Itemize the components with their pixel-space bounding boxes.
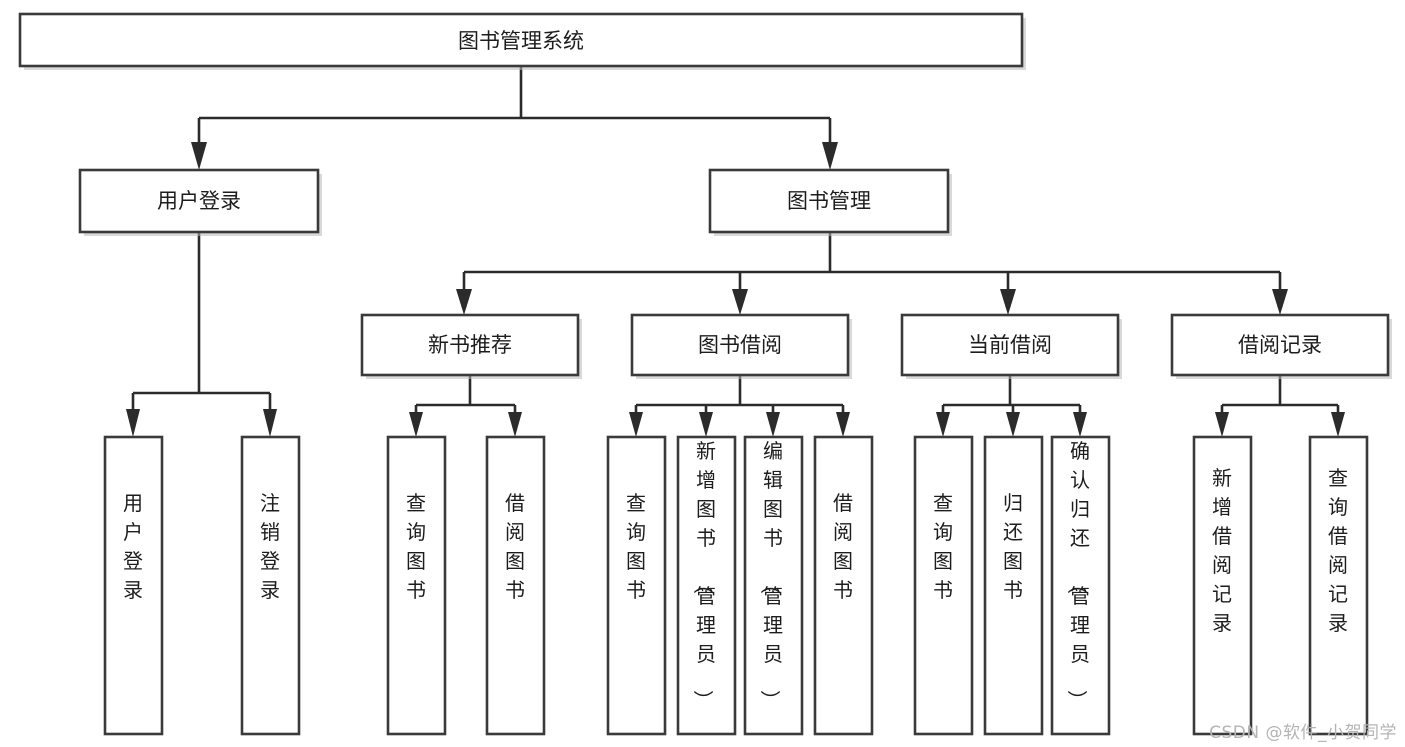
node-book-management[interactable]: 图书管理 bbox=[708, 168, 952, 236]
leaf-logout-label: 注销登录 bbox=[260, 491, 280, 602]
book-borrow-label: 图书借阅 bbox=[698, 333, 782, 357]
arrow-to-user-login bbox=[191, 142, 207, 170]
leaf-query-borrow-record[interactable]: 查询借阅记录 bbox=[1308, 435, 1369, 736]
node-borrow-record[interactable]: 借阅记录 bbox=[1170, 313, 1392, 379]
node-user-login[interactable]: 用户登录 bbox=[78, 168, 322, 236]
arrow-to-leaf-add-book bbox=[699, 412, 713, 437]
leaf-borrow-book-label: 借阅图书 bbox=[833, 491, 853, 602]
leaf-logout[interactable]: 注销登录 bbox=[240, 435, 301, 736]
root-label: 图书管理系统 bbox=[458, 29, 584, 53]
book-management-label: 图书管理 bbox=[787, 189, 871, 213]
arrow-to-leaf-confirm-return bbox=[1073, 412, 1087, 437]
borrow-record-box[interactable] bbox=[1170, 313, 1390, 377]
leaf-add-borrow-record-box[interactable] bbox=[1192, 435, 1253, 736]
arrow-to-book-management bbox=[822, 142, 838, 170]
leaf-query-book-recommend-label: 查询图书 bbox=[406, 491, 426, 602]
node-current-borrow[interactable]: 当前借阅 bbox=[900, 313, 1122, 379]
leaf-user-login-box[interactable] bbox=[103, 435, 164, 736]
leaf-return-book-label: 归还图书 bbox=[1003, 491, 1023, 602]
leaf-query-book-recommend[interactable]: 查询图书 bbox=[386, 435, 447, 736]
csdn-watermark: CSDN @软件_小贺同学 bbox=[1209, 723, 1397, 743]
arrow-to-new-book-recommend bbox=[456, 289, 472, 315]
leaf-add-borrow-record[interactable]: 新增借阅记录 bbox=[1192, 435, 1253, 736]
arrow-to-leaf-add-borrow-record bbox=[1215, 412, 1229, 437]
leaf-return-book-box[interactable] bbox=[983, 435, 1044, 736]
leaf-query-book-recommend-box[interactable] bbox=[386, 435, 447, 736]
user-login-box[interactable] bbox=[78, 168, 320, 234]
leaf-user-login[interactable]: 用户登录 bbox=[103, 435, 164, 736]
leaf-logout-box[interactable] bbox=[240, 435, 301, 736]
leaf-user-login-label: 用户登录 bbox=[123, 491, 143, 602]
arrow-to-leaf-query-book-borrow bbox=[629, 412, 643, 437]
connector-layer bbox=[126, 66, 1345, 437]
leaf-query-book-borrow-label: 查询图书 bbox=[626, 491, 646, 602]
leaf-edit-book[interactable]: 编辑图书（管理员） bbox=[743, 435, 804, 736]
book-management-box[interactable] bbox=[708, 168, 950, 234]
leaf-borrow-book[interactable]: 借阅图书 bbox=[813, 435, 874, 736]
arrow-to-book-borrow bbox=[732, 289, 748, 315]
leaf-query-borrow-record-label: 查询借阅记录 bbox=[1328, 466, 1348, 635]
leaf-edit-book-box[interactable] bbox=[743, 435, 804, 736]
arrow-to-current-borrow bbox=[1000, 289, 1016, 315]
node-book-borrow[interactable]: 图书借阅 bbox=[630, 313, 852, 379]
leaf-query-book-current-box[interactable] bbox=[913, 435, 974, 736]
leaf-edit-book-label: 编辑图书（管理员） bbox=[758, 439, 783, 710]
arrow-to-leaf-query-book-recommend bbox=[409, 412, 423, 437]
arrow-to-borrow-record bbox=[1272, 289, 1288, 315]
arrow-to-leaf-return-book bbox=[1006, 412, 1020, 437]
arrow-to-leaf-logout bbox=[263, 409, 277, 437]
leaf-add-book-box[interactable] bbox=[676, 435, 737, 736]
book-borrow-box[interactable] bbox=[630, 313, 850, 377]
current-borrow-label: 当前借阅 bbox=[968, 333, 1052, 357]
new-book-recommend-box[interactable] bbox=[360, 313, 580, 377]
current-borrow-box[interactable] bbox=[900, 313, 1120, 377]
arrow-to-leaf-query-book-current bbox=[936, 412, 950, 437]
leaf-add-book[interactable]: 新增图书（管理员） bbox=[676, 435, 737, 736]
leaf-query-book-borrow-box[interactable] bbox=[606, 435, 667, 736]
leaf-query-book-current[interactable]: 查询图书 bbox=[913, 435, 974, 736]
new-book-recommend-label: 新书推荐 bbox=[428, 333, 512, 357]
leaf-query-book-borrow[interactable]: 查询图书 bbox=[606, 435, 667, 736]
root-box[interactable] bbox=[18, 12, 1024, 68]
leaf-add-book-label: 新增图书（管理员） bbox=[691, 439, 716, 710]
leaf-return-book[interactable]: 归还图书 bbox=[983, 435, 1044, 736]
arrow-to-leaf-borrow-book bbox=[836, 412, 850, 437]
leaf-query-book-current-label: 查询图书 bbox=[933, 491, 953, 602]
user-login-label: 用户登录 bbox=[157, 189, 241, 213]
leaf-borrow-book-recommend-box[interactable] bbox=[485, 435, 546, 736]
leaf-add-borrow-record-label: 新增借阅记录 bbox=[1212, 466, 1232, 635]
leaf-borrow-book-recommend-label: 借阅图书 bbox=[505, 491, 525, 602]
leaf-borrow-book-recommend[interactable]: 借阅图书 bbox=[485, 435, 546, 736]
leaf-borrow-book-box[interactable] bbox=[813, 435, 874, 736]
arrow-to-leaf-edit-book bbox=[766, 412, 780, 437]
node-new-book-recommend[interactable]: 新书推荐 bbox=[360, 313, 582, 379]
arrow-to-leaf-query-borrow-record bbox=[1331, 412, 1345, 437]
leaf-confirm-return-box[interactable] bbox=[1050, 435, 1111, 736]
leaf-confirm-return[interactable]: 确认归还（管理员） bbox=[1050, 435, 1111, 736]
leaf-confirm-return-label: 确认归还（管理员） bbox=[1065, 439, 1090, 710]
arrow-to-leaf-borrow-book-recommend bbox=[508, 412, 522, 437]
leaf-query-borrow-record-box[interactable] bbox=[1308, 435, 1369, 736]
node-root[interactable]: 图书管理系统 bbox=[18, 12, 1026, 70]
arrow-to-leaf-user-login bbox=[126, 409, 140, 437]
borrow-record-label: 借阅记录 bbox=[1238, 333, 1322, 357]
